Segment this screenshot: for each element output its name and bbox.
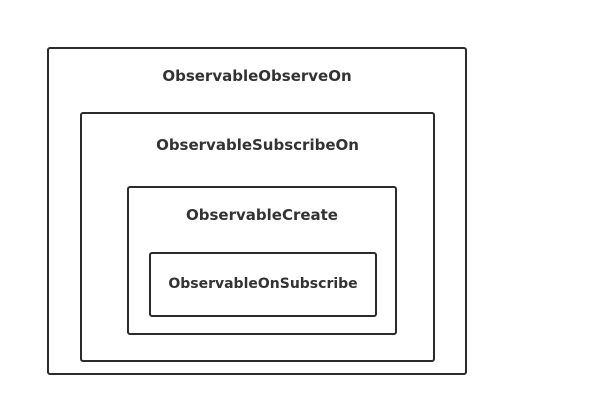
observable-on-subscribe-label: ObservableOnSubscribe — [168, 276, 358, 292]
observable-observe-on-label: ObservableObserveOn — [162, 67, 352, 85]
observable-create-label: ObservableCreate — [186, 206, 338, 224]
observable-subscribe-on-label: ObservableSubscribeOn — [156, 136, 359, 154]
observable-on-subscribe-box: ObservableOnSubscribe — [149, 252, 377, 317]
